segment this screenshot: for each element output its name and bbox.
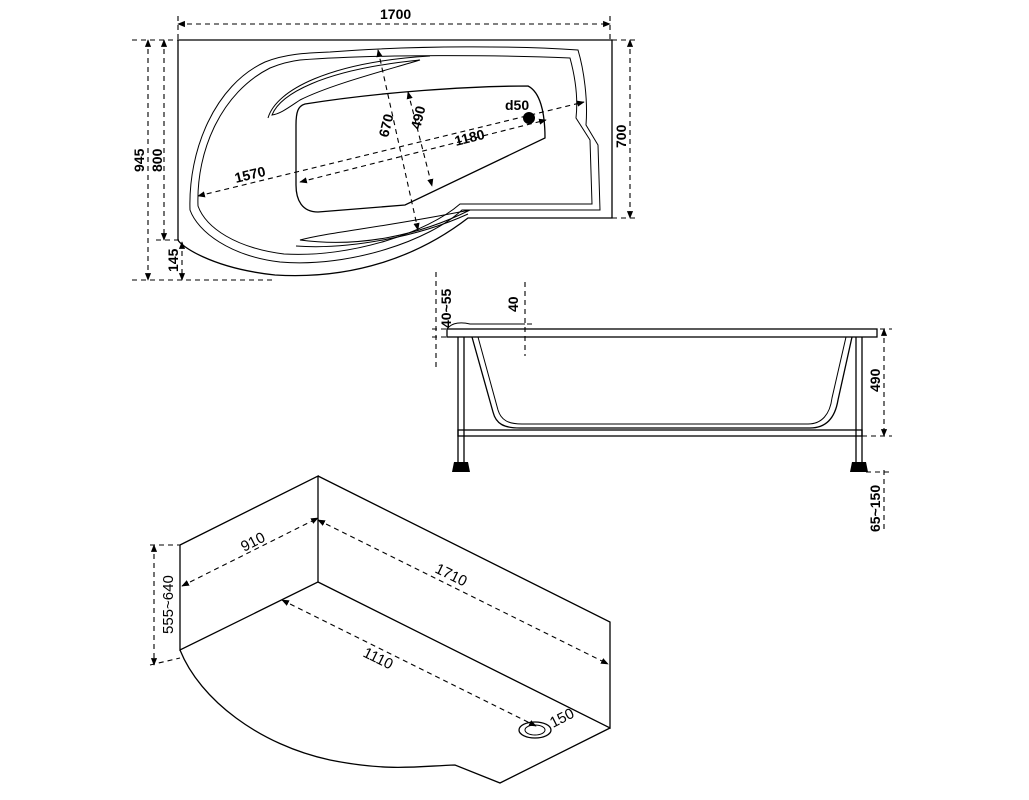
dim-front-curve: 1110 [360,644,395,673]
dim-short-side: 910 [238,529,268,556]
dim-rim-height: 40~55 [438,288,454,328]
side-view: 40~55 40 490 65~150 [432,272,892,532]
iso-view-drain [518,721,552,739]
dim-length: 1700 [380,6,411,22]
dim-width-total: 945 [131,148,147,172]
dim-inner-width: 490 [407,104,428,131]
dim-height: 555~640 [160,575,177,634]
top-view-rim [189,46,601,264]
side-view-tub-body [471,336,853,429]
side-view-foot-right [850,462,868,472]
dim-offset: 145 [165,248,181,272]
dim-inner-depth: 670 [375,112,396,139]
iso-view: 555~640 910 1710 1110 150 [149,474,611,784]
dim-width-body: 800 [149,148,165,172]
dim-depth: 490 [867,368,883,392]
iso-view-back-face [317,475,611,730]
iso-view-left-face [179,474,319,652]
iso-view-bottom-outline [179,649,611,784]
dim-right-width: 700 [613,124,629,148]
top-view-rim-inner [197,55,593,255]
top-view-outer-outline [177,39,613,277]
side-view-frame-bar [457,429,863,437]
dim-diagonal: 1570 [233,163,267,186]
dim-legs: 65~150 [867,485,883,532]
drain-label: d50 [505,97,529,113]
top-view: 1700 945 800 145 700 1570 1180 670 490 d… [131,6,636,281]
dim-lip: 40 [505,296,521,312]
side-view-rim [446,328,878,338]
top-view-armrest-lower [299,209,471,243]
side-view-foot-left [452,462,470,472]
dim-inner-length: 1180 [453,126,487,149]
top-view-drain [523,112,535,124]
